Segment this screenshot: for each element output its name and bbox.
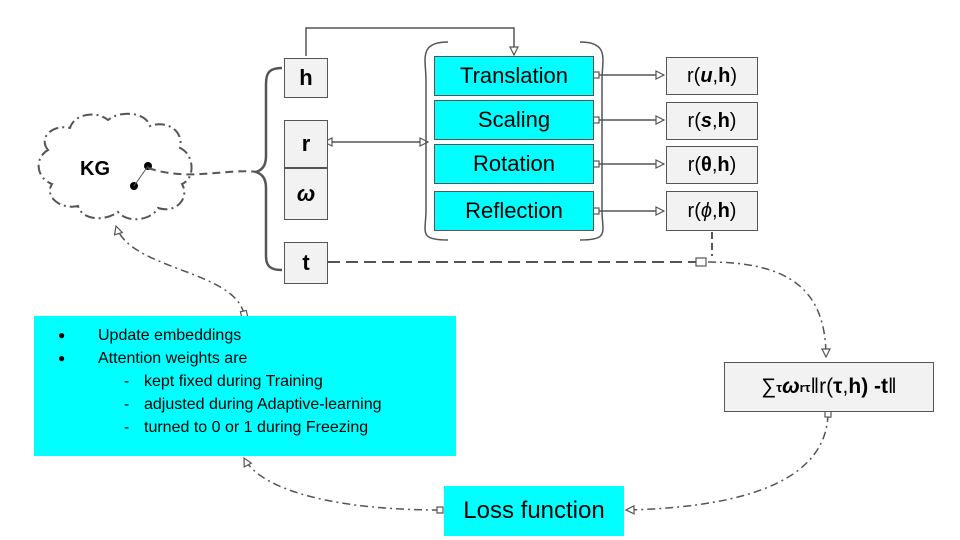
kg-cloud (37, 112, 193, 221)
translation-op: Translation (434, 56, 594, 96)
kg-edge (133, 165, 149, 187)
t-connector-node (695, 257, 707, 267)
head-entity-box: h (284, 58, 328, 98)
rotation-op: Rotation (434, 144, 594, 184)
loss-function-box: Loss function (444, 486, 624, 536)
info-to-kg-line (116, 226, 244, 314)
info-bullet: Update embeddings (34, 324, 456, 347)
h-to-operations-line (305, 27, 514, 56)
operations-bracket-left (424, 41, 449, 241)
input-brace (252, 66, 283, 272)
info-sub-item: kept fixed during Training (34, 370, 456, 393)
update-info-box: Update embeddings Attention weights are … (34, 316, 456, 456)
rotation-result: r(θ,h) (666, 146, 758, 184)
formula-to-loss-line (626, 414, 828, 510)
tail-entity-box: t (284, 242, 328, 284)
weight-box: ω (284, 168, 328, 220)
scaling-op: Scaling (434, 100, 594, 140)
reflection-result: r(ϕ,h) (666, 191, 758, 231)
scaling-result: r(s,h) (666, 102, 758, 140)
relation-box: r (284, 120, 328, 168)
translation-result: r(u,h) (666, 57, 758, 95)
reflection-op: Reflection (434, 191, 594, 231)
loss-to-info-line (243, 458, 440, 510)
kg-brace-link (147, 167, 259, 176)
operations-bracket-right (579, 41, 604, 241)
info-sub-item: turned to 0 or 1 during Freezing (34, 416, 456, 439)
info-bullet: Attention weights are (34, 347, 456, 370)
info-sub-item: adjusted during Adaptive-learning (34, 393, 456, 416)
to-formula-line (707, 261, 826, 357)
kg-label: KG (80, 158, 110, 180)
